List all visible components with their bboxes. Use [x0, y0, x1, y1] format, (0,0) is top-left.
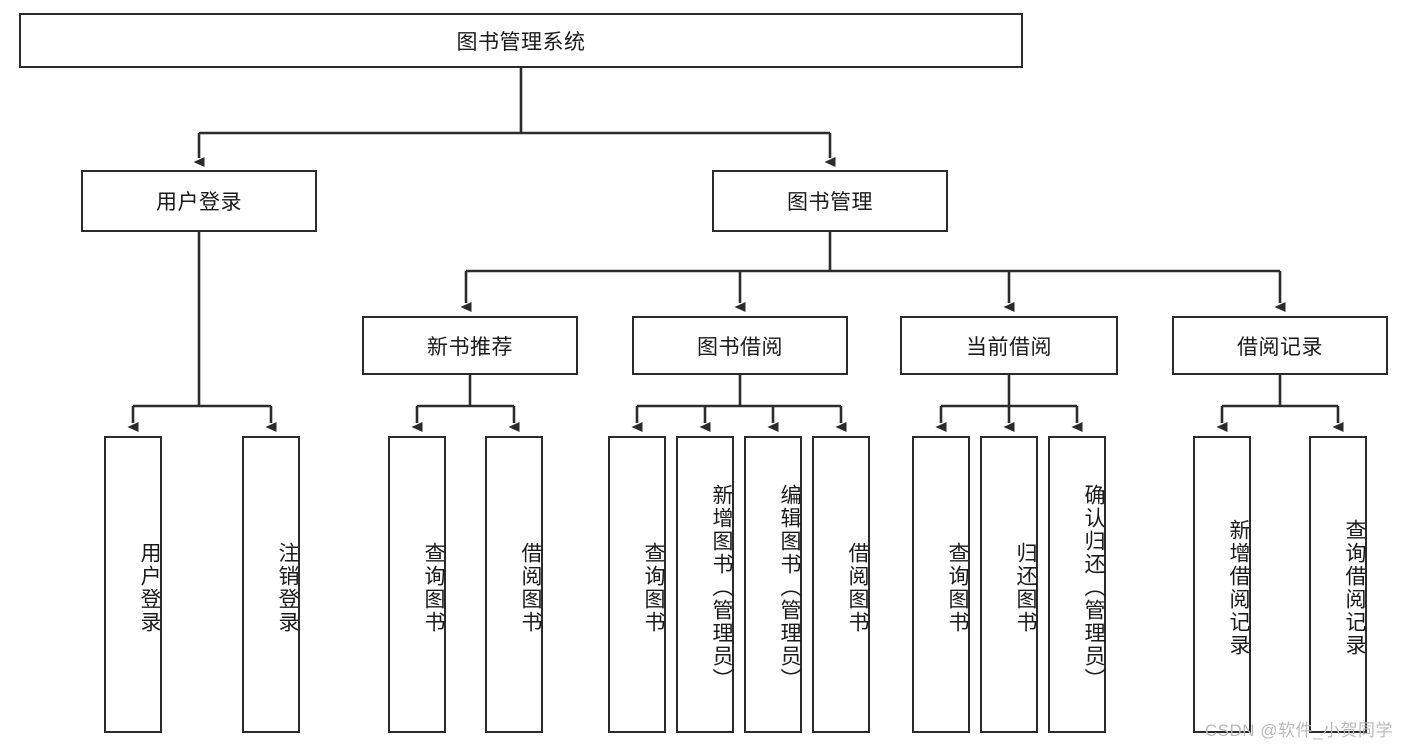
leaf-borrow-borrow[interactable]: 借阅图书 — [812, 436, 870, 733]
node-user-login[interactable]: 用户登录 — [81, 170, 317, 232]
leaf-borrow-edit[interactable]: 编辑图书（管理员） — [744, 436, 802, 733]
leaf-current-query-label: 查询图书 — [946, 541, 969, 634]
leaf-current-return-label: 归还图书 — [1014, 541, 1037, 634]
leaf-record-query-label: 查询借阅记录 — [1343, 518, 1366, 657]
leaf-borrow-borrow-label: 借阅图书 — [846, 541, 869, 634]
leaf-newbook-borrow[interactable]: 借阅图书 — [485, 436, 543, 733]
leaf-user-login[interactable]: 用户登录 — [104, 436, 162, 733]
node-borrow-record[interactable]: 借阅记录 — [1172, 316, 1388, 375]
csdn-watermark: CSDN @软件_小贺同学 — [1204, 721, 1393, 740]
leaf-borrow-edit-label: 编辑图书（管理员） — [778, 484, 801, 691]
leaf-newbook-query[interactable]: 查询图书 — [388, 436, 446, 733]
leaf-record-add-label: 新增借阅记录 — [1227, 518, 1250, 657]
leaf-record-add[interactable]: 新增借阅记录 — [1193, 436, 1251, 733]
node-borrow-record-label: 借阅记录 — [1237, 335, 1323, 359]
node-book-management[interactable]: 图书管理 — [712, 170, 948, 232]
leaf-user-logout-label: 注销登录 — [276, 541, 299, 634]
leaf-current-query[interactable]: 查询图书 — [912, 436, 970, 733]
leaf-borrow-add[interactable]: 新增图书（管理员） — [676, 436, 734, 733]
leaf-user-login-label: 用户登录 — [138, 541, 161, 634]
node-root[interactable]: 图书管理系统 — [19, 13, 1023, 68]
node-book-management-label: 图书管理 — [787, 191, 873, 214]
leaf-current-confirm-label: 确认归还（管理员） — [1082, 484, 1105, 691]
leaf-current-return[interactable]: 归还图书 — [980, 436, 1038, 733]
node-new-book-recommend[interactable]: 新书推荐 — [362, 316, 578, 375]
node-book-borrow-label: 图书借阅 — [697, 335, 783, 359]
node-current-borrow-label: 当前借阅 — [966, 335, 1052, 359]
leaf-user-logout[interactable]: 注销登录 — [242, 436, 300, 733]
leaf-borrow-query[interactable]: 查询图书 — [608, 436, 666, 733]
leaf-borrow-add-label: 新增图书（管理员） — [710, 484, 733, 691]
leaf-newbook-query-label: 查询图书 — [422, 541, 445, 634]
node-book-borrow[interactable]: 图书借阅 — [632, 316, 848, 375]
leaf-current-confirm[interactable]: 确认归还（管理员） — [1048, 436, 1106, 733]
node-user-login-label: 用户登录 — [156, 191, 242, 214]
node-current-borrow[interactable]: 当前借阅 — [900, 316, 1118, 375]
leaf-record-query[interactable]: 查询借阅记录 — [1309, 436, 1367, 733]
node-root-label: 图书管理系统 — [456, 30, 586, 54]
leaf-borrow-query-label: 查询图书 — [642, 541, 665, 634]
leaf-newbook-borrow-label: 借阅图书 — [519, 541, 542, 634]
node-new-book-recommend-label: 新书推荐 — [427, 335, 513, 359]
